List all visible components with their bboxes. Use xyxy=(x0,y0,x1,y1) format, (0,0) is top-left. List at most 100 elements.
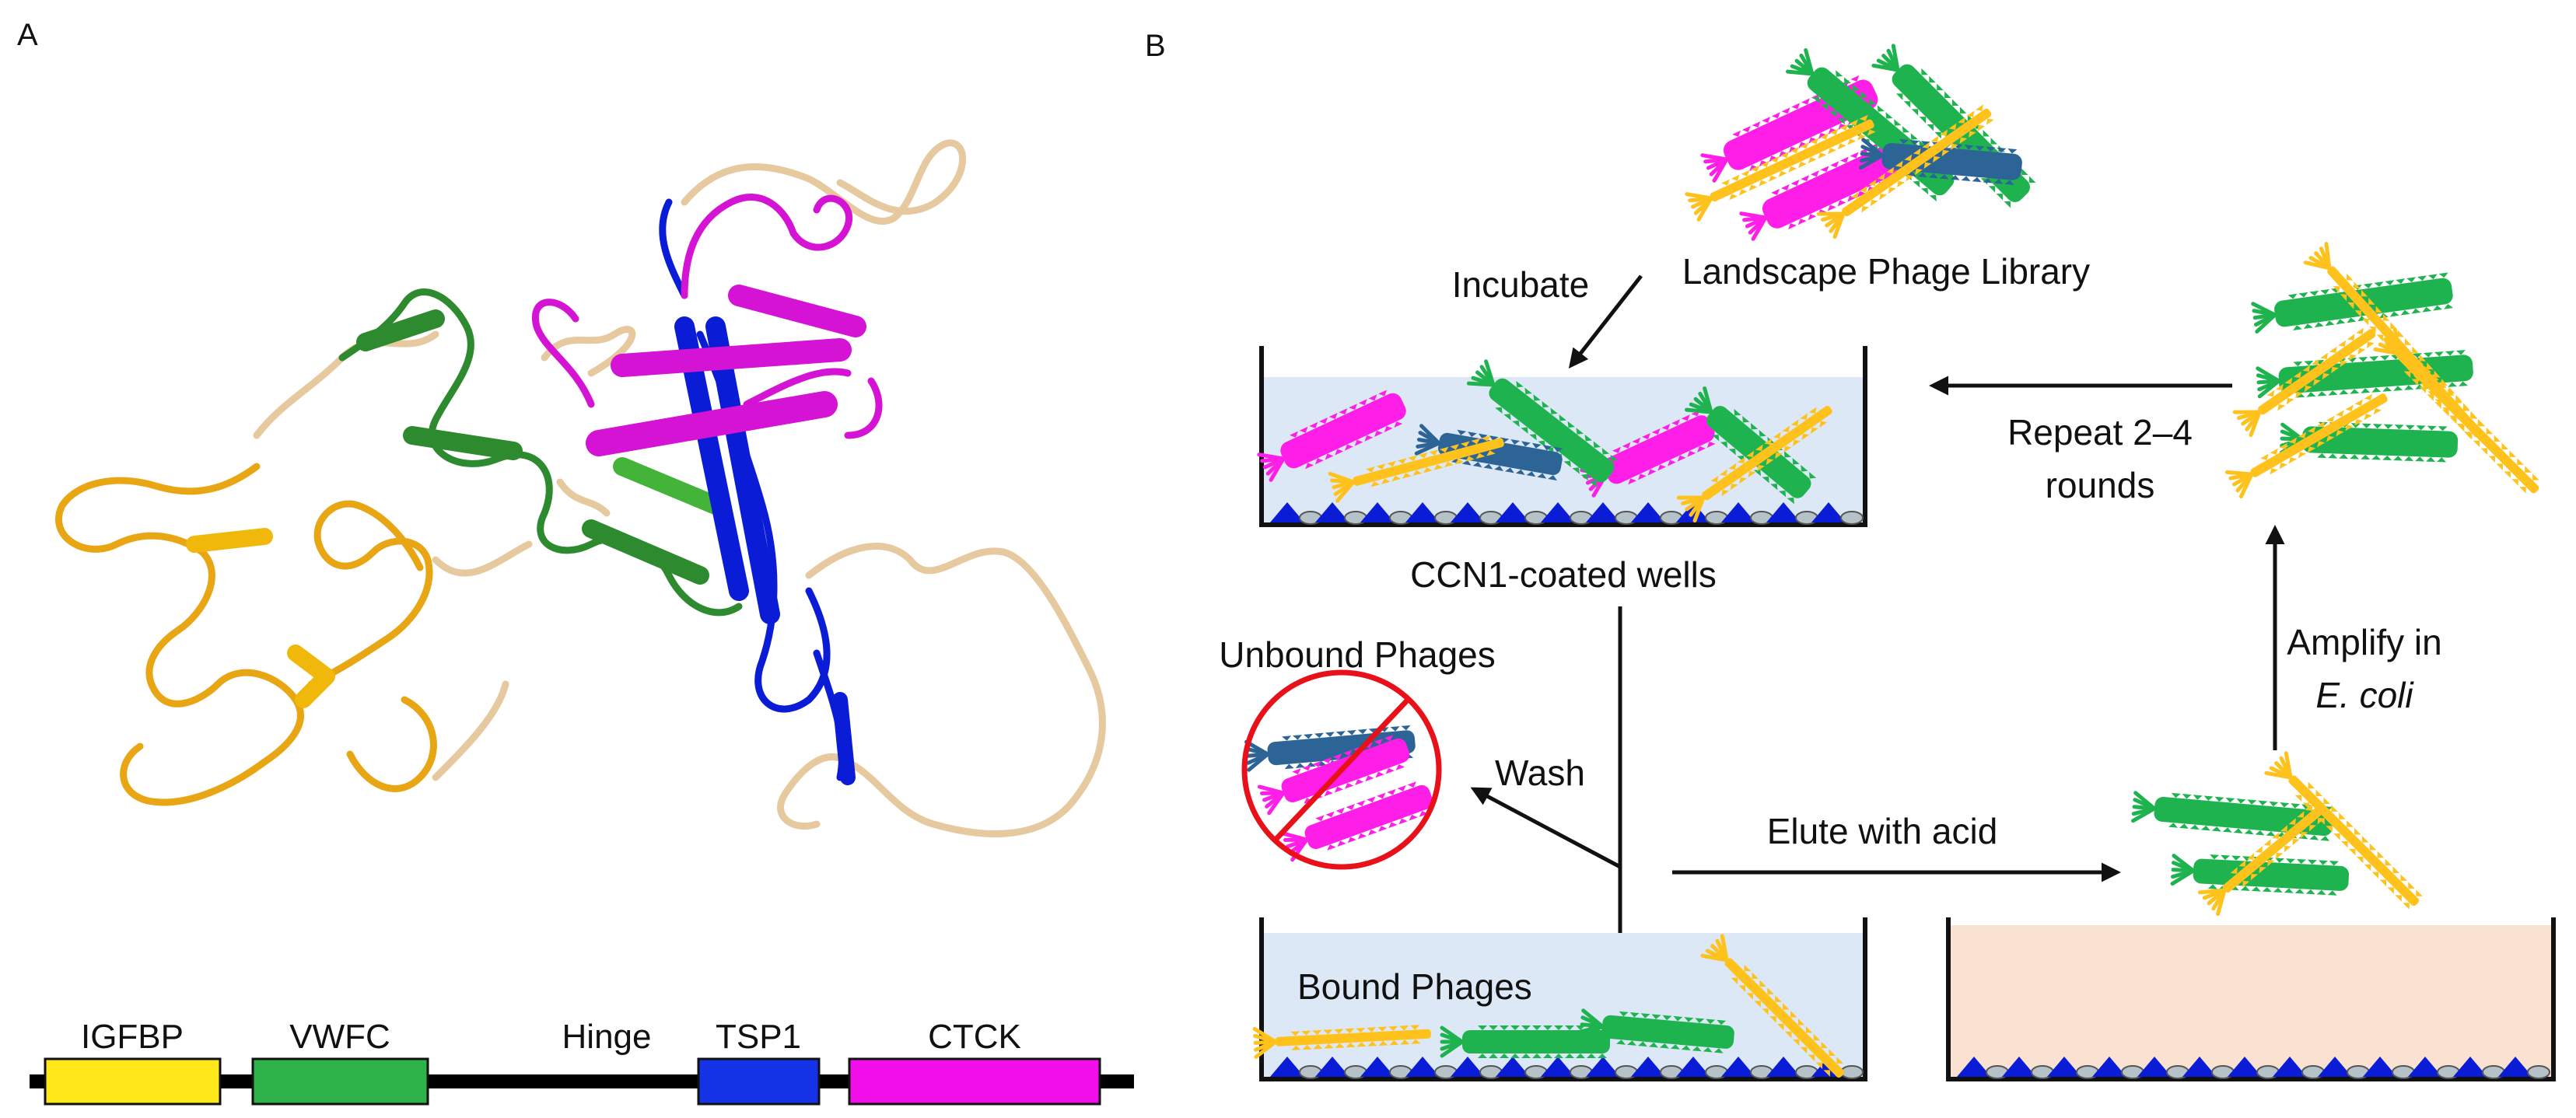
coating-antigen-5 xyxy=(1496,1057,1530,1077)
igfbp-ribbon xyxy=(54,463,437,806)
coating-antigen-2 xyxy=(1360,502,1395,522)
unbound-label: Unbound Phages xyxy=(1219,634,1496,675)
well-bottom-phages xyxy=(1252,934,1845,1078)
eluted-phage-green-1 xyxy=(2131,791,2333,841)
prohibit-circle xyxy=(1241,669,1442,870)
unbound-phage-magenta-1 xyxy=(1257,735,1410,816)
igfbp-sheet-1 xyxy=(186,528,273,553)
coating-antigen-10 xyxy=(2408,1057,2442,1077)
coating-antigen-3 xyxy=(1405,502,1440,522)
unbound-phage-magenta-2 xyxy=(1280,781,1433,862)
domain-igfbp-box xyxy=(44,1057,222,1106)
domain-tsp1-box xyxy=(697,1057,821,1106)
bound-phages-well xyxy=(1252,917,1867,1081)
coating-antigen-6 xyxy=(1541,502,1575,522)
coating-antigen-7 xyxy=(1586,1057,1620,1077)
domain-vwfc-box xyxy=(251,1057,429,1106)
well-top-coating xyxy=(1270,502,1864,525)
coating-antigen-10 xyxy=(1721,1057,1755,1077)
domain-igfbp-label: IGFBP xyxy=(81,1018,184,1056)
coating-antigen-11 xyxy=(1766,1057,1801,1077)
amp-phage-yellow-4 xyxy=(2232,327,2376,438)
wells-label: CCN1-coated wells xyxy=(1410,554,1717,595)
ctck-sheet-3 xyxy=(728,285,866,337)
well-top-phage-magenta-1 xyxy=(1257,390,1406,482)
eluted-phage-yellow-1 xyxy=(2264,751,2423,910)
wash-arrow xyxy=(1470,787,1622,869)
ccn1-coated-well xyxy=(1257,346,1867,527)
coating-antigen-8 xyxy=(1631,1057,1665,1077)
hinge-loop-right xyxy=(777,543,1106,837)
coating-antigen-2 xyxy=(2047,1057,2081,1077)
coating-antigen-6 xyxy=(2228,1057,2262,1077)
domain-vwfc-label: VWFC xyxy=(289,1018,390,1056)
domain-bar: IGFBP VWFC Hinge TSP1 CTCK xyxy=(30,1018,1134,1106)
domain-vwfc: VWFC xyxy=(251,1018,429,1106)
incubate-label: Incubate xyxy=(1452,264,1589,305)
domain-tsp1-label: TSP1 xyxy=(716,1018,801,1056)
eluted-phage-yellow-2 xyxy=(2198,804,2325,917)
library-phage-yellow-2 xyxy=(1816,104,1994,239)
well-bottom-walls xyxy=(1259,917,1867,1081)
amplified-phages-cluster xyxy=(2224,242,2539,499)
well-top-phage-blue-1 xyxy=(1414,424,1563,481)
coating-blocker-13 xyxy=(1840,1065,1864,1079)
hinge-loop-mid xyxy=(541,326,636,517)
domain-tsp1: TSP1 xyxy=(697,1018,821,1106)
domain-igfbp: IGFBP xyxy=(44,1018,222,1106)
eluate-well xyxy=(1946,917,2556,1081)
coating-blocker-13 xyxy=(2527,1065,2550,1079)
panel-a: A xyxy=(17,18,1134,1106)
ctck-ribbon xyxy=(531,194,883,439)
vwfc-sheet-2 xyxy=(403,426,523,460)
coating-antigen-9 xyxy=(2363,1057,2397,1077)
coating-antigen-0 xyxy=(1957,1057,1991,1077)
domain-hinge-label: Hinge xyxy=(562,1018,652,1056)
coating-antigen-10 xyxy=(1721,502,1755,522)
coating-antigen-2 xyxy=(1360,1057,1395,1077)
igfbp-sheet-2 xyxy=(287,645,335,708)
vwfc-sheet-3 xyxy=(582,519,709,585)
coating-antigen-8 xyxy=(1631,502,1665,522)
coating-antigen-8 xyxy=(2318,1057,2352,1077)
eluate-coating xyxy=(1957,1057,2550,1079)
vwfc-sheet-1 xyxy=(356,309,445,351)
bound-phage-yellow-1 xyxy=(1252,1025,1431,1059)
repeat-label-line1: Repeat 2–4 xyxy=(2007,412,2193,452)
protein-structure-ribbon xyxy=(54,139,1106,837)
amplify-label-line2: E. coli xyxy=(2315,675,2414,715)
coating-antigen-1 xyxy=(1315,1057,1349,1077)
amp-phage-yellow-3 xyxy=(2224,393,2388,499)
phage-library-cluster xyxy=(1685,44,2036,241)
bound-phage-green-2 xyxy=(1579,1008,1734,1053)
coating-antigen-9 xyxy=(1676,1057,1710,1077)
hinge-loop-top xyxy=(681,139,967,225)
repeat-label-line2: rounds xyxy=(2046,465,2155,505)
elute-label: Elute with acid xyxy=(1767,811,1998,851)
library-phage-yellow-1 xyxy=(1685,114,1876,222)
well-top-phage-yellow-1 xyxy=(1328,435,1504,503)
coating-antigen-7 xyxy=(1586,502,1620,522)
domain-ctck-label: CTCK xyxy=(928,1018,1021,1056)
amplify-label-line1: Amplify in xyxy=(2287,622,2441,662)
coating-antigen-4 xyxy=(1451,1057,1485,1077)
well-top-phage-green-1 xyxy=(1466,359,1619,487)
bound-phage-green-1 xyxy=(1440,1025,1610,1058)
tsp1-strand-3 xyxy=(832,692,856,785)
eluate-well-walls xyxy=(1946,917,2556,1081)
coating-antigen-11 xyxy=(2453,1057,2487,1077)
domain-ctck-box xyxy=(848,1057,1101,1106)
coating-antigen-3 xyxy=(2092,1057,2126,1077)
incubate-arrow xyxy=(1568,274,1643,369)
well-top-phages xyxy=(1257,359,1832,523)
coating-antigen-1 xyxy=(1315,502,1349,522)
eluted-phages xyxy=(2131,751,2423,917)
ctck-sheet-2 xyxy=(611,338,852,377)
coating-antigen-5 xyxy=(1496,502,1530,522)
coating-antigen-6 xyxy=(1541,1057,1575,1077)
coating-antigen-11 xyxy=(1766,502,1801,522)
panel-b-letter: B xyxy=(1145,29,1166,63)
well-top-phage-yellow-2 xyxy=(1676,405,1832,523)
eluate-fluid xyxy=(1951,925,2551,1077)
